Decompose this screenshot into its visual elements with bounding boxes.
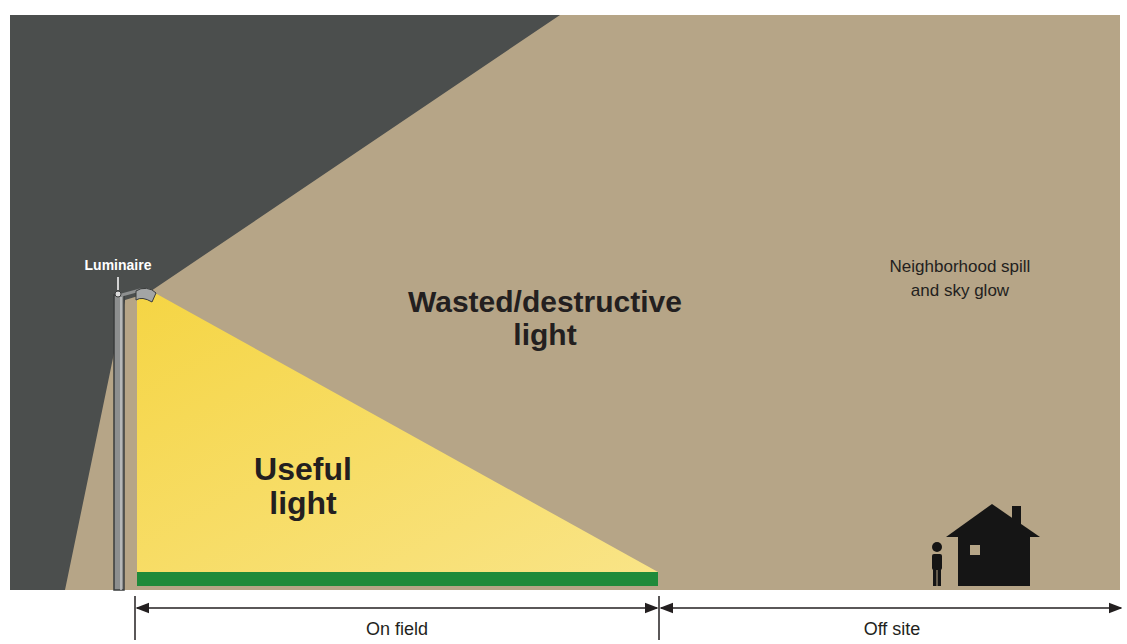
region-note: Neighborhood spill and sky glow [875,255,1045,303]
leader-line [117,277,119,290]
region-heading: Wasted/destructive light [395,285,695,351]
house-roof [946,504,1040,537]
luminaire-arm [118,290,148,296]
part-label: Luminaire [60,257,176,273]
person-body [932,554,942,570]
bracket-tick [658,596,660,640]
dark-background [10,15,1120,590]
bracket-tick [134,596,136,640]
person-leg [938,568,942,586]
luminaire-dot [115,291,121,297]
dimension-arrow [661,607,1121,609]
house [946,504,1040,586]
dimension-arrow [137,607,657,609]
window [970,545,980,555]
light-pole [114,295,124,590]
person [932,542,942,586]
region-heading: Useful light [233,453,373,520]
person-leg [933,568,937,586]
useful-light-region: Useful light [137,293,658,572]
playing-field [137,572,658,586]
dimension-brackets [135,596,1121,640]
dimension-label: Off site [792,619,992,640]
person-head [932,542,942,552]
light-beam [137,293,658,572]
pole-highlight [120,297,122,590]
dimension-label: On field [297,619,497,640]
region-shape [137,293,658,572]
house-body [958,532,1030,586]
luminaire-head [136,288,156,302]
light-beam [65,15,1120,590]
chimney [1012,506,1021,528]
